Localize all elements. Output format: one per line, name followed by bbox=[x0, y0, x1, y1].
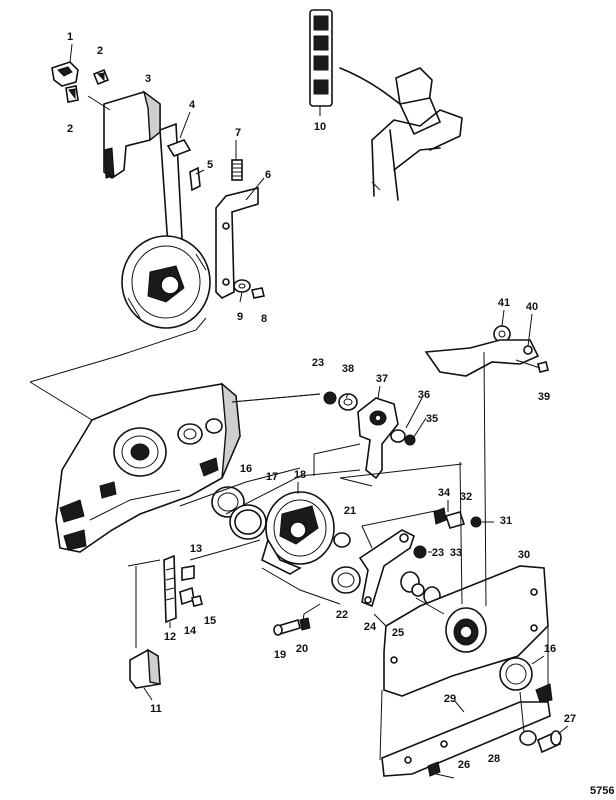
part-15-screw bbox=[191, 595, 203, 607]
callout-41: 41 bbox=[498, 297, 510, 309]
callout-1: 1 bbox=[67, 31, 73, 43]
callout-3: 3 bbox=[145, 73, 151, 85]
callout-34: 34 bbox=[438, 487, 451, 499]
assembly-lines bbox=[29, 43, 569, 779]
callout-35: 35 bbox=[426, 413, 438, 425]
callout-10: 10 bbox=[314, 121, 326, 133]
callout-11: 11 bbox=[150, 703, 162, 715]
callout-26: 26 bbox=[458, 759, 470, 771]
callout-25: 25 bbox=[392, 627, 404, 639]
part-6-detent-plate bbox=[215, 186, 259, 299]
part-23-nut-lower bbox=[413, 545, 427, 559]
part-2-fastener-upper bbox=[92, 68, 110, 86]
part-3-handle-cover bbox=[103, 90, 161, 179]
callout-24: 24 bbox=[364, 621, 377, 633]
callout-28: 28 bbox=[488, 753, 500, 765]
part-20-washer bbox=[299, 617, 311, 631]
part-14-nut bbox=[179, 586, 195, 606]
callout-27: 27 bbox=[564, 713, 576, 725]
part-11-retainer-clip bbox=[129, 648, 161, 689]
callout-2-lower: 2 bbox=[67, 123, 73, 135]
figure-id: 5756 bbox=[590, 785, 614, 797]
part-21-bushing bbox=[333, 532, 351, 548]
callout-32: 32 bbox=[460, 491, 472, 503]
part-29-trim-strip bbox=[381, 683, 553, 777]
part-36-washer bbox=[390, 429, 406, 443]
callout-12: 12 bbox=[164, 631, 176, 643]
callout-20: 20 bbox=[296, 643, 308, 655]
part-16-ring-right bbox=[499, 657, 533, 691]
callout-8: 8 bbox=[261, 313, 267, 325]
part-8-screw bbox=[251, 287, 265, 299]
part-10-label-plate bbox=[309, 9, 333, 107]
callout-37: 37 bbox=[376, 373, 388, 385]
part-18-cam-gear bbox=[261, 491, 335, 575]
part-7-spring bbox=[231, 159, 243, 181]
part-28-washer bbox=[519, 730, 537, 746]
callout-5: 5 bbox=[207, 159, 213, 171]
part-12-bracket bbox=[163, 554, 177, 624]
part-2-fastener-lower bbox=[65, 85, 79, 103]
callout-19: 19 bbox=[274, 649, 286, 661]
callout-16-right: 16 bbox=[544, 643, 556, 655]
part-1-knob bbox=[51, 61, 79, 87]
callout-13: 13 bbox=[190, 543, 202, 555]
callout-18: 18 bbox=[294, 469, 306, 481]
inset-installed-view bbox=[339, 67, 463, 201]
part-31-nut bbox=[470, 516, 482, 528]
callout-39: 39 bbox=[538, 391, 550, 403]
part-26-screw bbox=[427, 761, 441, 777]
part-37-throttle-cam bbox=[357, 397, 399, 480]
callout-4: 4 bbox=[189, 99, 196, 111]
callout-16-left: 16 bbox=[240, 463, 252, 475]
callout-17: 17 bbox=[266, 471, 278, 483]
callout-21: 21 bbox=[344, 505, 356, 517]
part-30-side-cover bbox=[383, 565, 549, 697]
callout-labels: 1 2 2 3 4 5 6 7 8 9 10 11 12 13 14 15 16… bbox=[67, 31, 615, 797]
callout-29: 29 bbox=[444, 693, 456, 705]
part-38-washer bbox=[338, 393, 358, 411]
part-22-ring bbox=[331, 566, 361, 594]
callout-23-lower: 23 bbox=[432, 547, 444, 559]
part-5-pin bbox=[189, 166, 201, 192]
part-35-nut bbox=[404, 434, 416, 446]
part-39-screw bbox=[537, 361, 549, 373]
part-13-clip bbox=[181, 565, 195, 581]
callout-30: 30 bbox=[518, 549, 530, 561]
part-32-clip bbox=[444, 511, 466, 529]
callout-2-upper: 2 bbox=[97, 45, 103, 57]
part-24-linkage bbox=[358, 529, 415, 608]
part-17-oring bbox=[229, 504, 267, 540]
callout-40: 40 bbox=[526, 301, 538, 313]
callout-23-upper: 23 bbox=[312, 357, 324, 369]
callout-9: 9 bbox=[237, 311, 243, 323]
callout-15: 15 bbox=[204, 615, 216, 627]
part-34-spring-pin bbox=[433, 507, 447, 525]
callout-31: 31 bbox=[500, 515, 512, 527]
part-25-washer bbox=[411, 583, 425, 597]
part-27-screw bbox=[537, 730, 562, 754]
part-4-lever-arm bbox=[121, 122, 211, 329]
callout-6: 6 bbox=[265, 169, 271, 181]
callout-38: 38 bbox=[342, 363, 354, 375]
callout-14: 14 bbox=[184, 625, 197, 637]
main-housing bbox=[55, 382, 241, 553]
part-40-trim-lever bbox=[424, 339, 540, 377]
part-23-nut-upper bbox=[323, 391, 337, 405]
part-19-screw bbox=[273, 618, 301, 636]
callout-33: 33 bbox=[450, 547, 462, 559]
callout-22: 22 bbox=[336, 609, 348, 621]
callout-36: 36 bbox=[418, 389, 430, 401]
part-9-washer bbox=[233, 279, 251, 293]
callout-7: 7 bbox=[235, 127, 241, 139]
